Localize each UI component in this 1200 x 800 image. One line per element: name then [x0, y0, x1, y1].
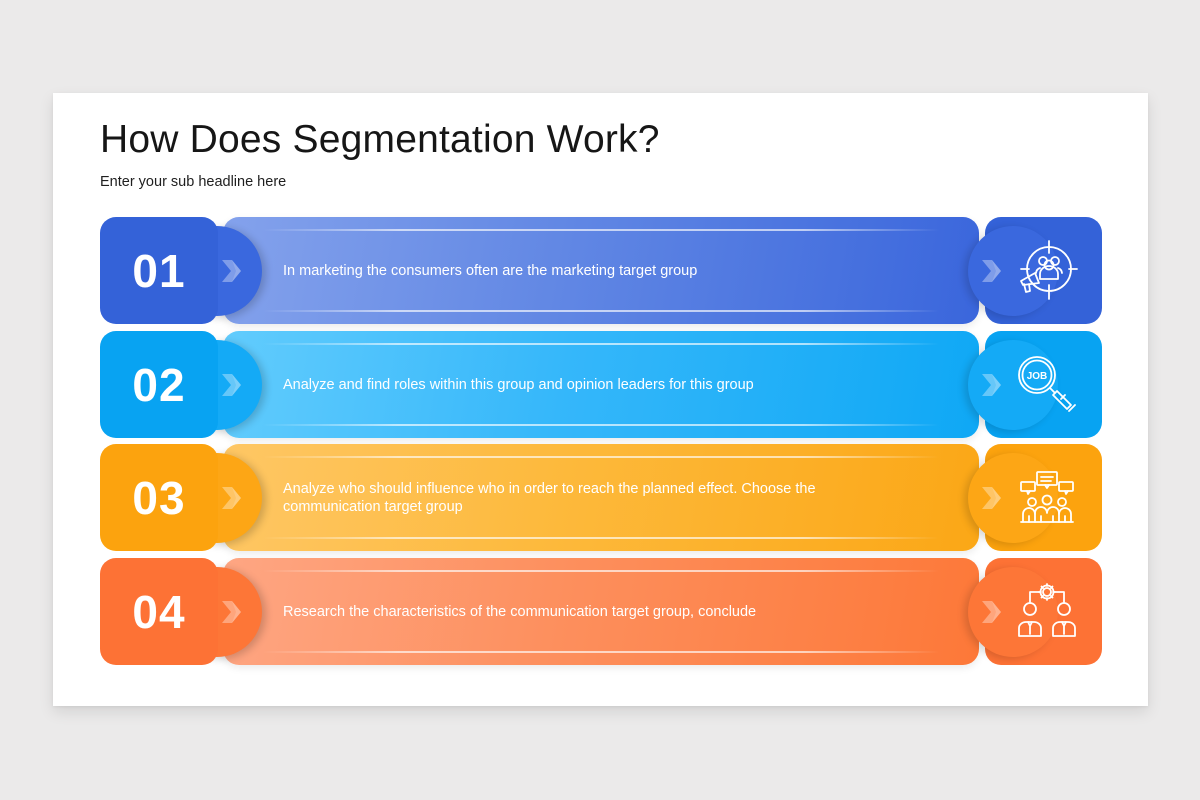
chevron-right-icon: [222, 601, 241, 623]
number-tab: [100, 217, 218, 324]
number-tab: [100, 331, 218, 438]
bar-highlight-bottom: [263, 310, 939, 312]
icon-tab-bulge: [968, 340, 1058, 430]
bar-highlight-bottom: [263, 424, 939, 426]
target-audience-megaphone-icon: [1015, 239, 1079, 303]
icon-tab-bulge: [968, 226, 1058, 316]
chevron-right-icon: [982, 487, 1001, 509]
step-row-2: Analyze and find roles within this group…: [100, 331, 1102, 438]
step-number: 02: [132, 358, 186, 411]
chevron-right-icon: [982, 260, 1001, 282]
chevron-right-icon: [982, 374, 1001, 396]
step-row-1: In marketing the consumers often are the…: [100, 217, 1102, 324]
group-discussion-icon: [1015, 466, 1079, 530]
bar-highlight-top: [263, 343, 939, 345]
step-number: 01: [132, 244, 186, 297]
step-bar: Analyze who should influence who in orde…: [223, 444, 979, 551]
step-row-4: Research the characteristics of the comm…: [100, 558, 1102, 665]
step-text: Analyze who should influence who in orde…: [283, 480, 816, 515]
team-hierarchy-gear-icon: [1015, 580, 1079, 644]
icon-tab-bulge: [968, 567, 1058, 657]
bar-highlight-bottom: [263, 651, 939, 653]
number-tab: [100, 558, 218, 665]
bar-highlight-top: [263, 570, 939, 572]
chevron-right-icon: [222, 260, 241, 282]
chevron-right-icon: [222, 487, 241, 509]
bar-highlight-top: [263, 229, 939, 231]
step-text: In marketing the consumers often are the…: [283, 262, 698, 279]
step-row-3: Analyze who should influence who in orde…: [100, 444, 1102, 551]
slide-subtitle: Enter your sub headline here: [100, 174, 287, 190]
step-bar: Research the characteristics of the comm…: [223, 558, 979, 665]
step-bar: Analyze and find roles within this group…: [223, 331, 979, 438]
svg-text:JOB: JOB: [1027, 371, 1048, 382]
job-search-magnifier-icon: JOB: [1015, 353, 1079, 417]
bar-highlight-top: [263, 456, 939, 458]
step-text: Research the characteristics of the comm…: [283, 603, 757, 620]
step-bar: In marketing the consumers often are the…: [223, 217, 979, 324]
step-text: Analyze and find roles within this group…: [283, 376, 754, 393]
bar-highlight-bottom: [263, 537, 939, 539]
chevron-right-icon: [222, 374, 241, 396]
number-tab: [100, 444, 218, 551]
slide-card: How Does Segmentation Work? Enter your s…: [53, 93, 1148, 706]
chevron-right-icon: [982, 601, 1001, 623]
step-number: 03: [132, 471, 186, 524]
slide-title: How Does Segmentation Work?: [100, 118, 660, 161]
step-number: 04: [132, 585, 186, 638]
